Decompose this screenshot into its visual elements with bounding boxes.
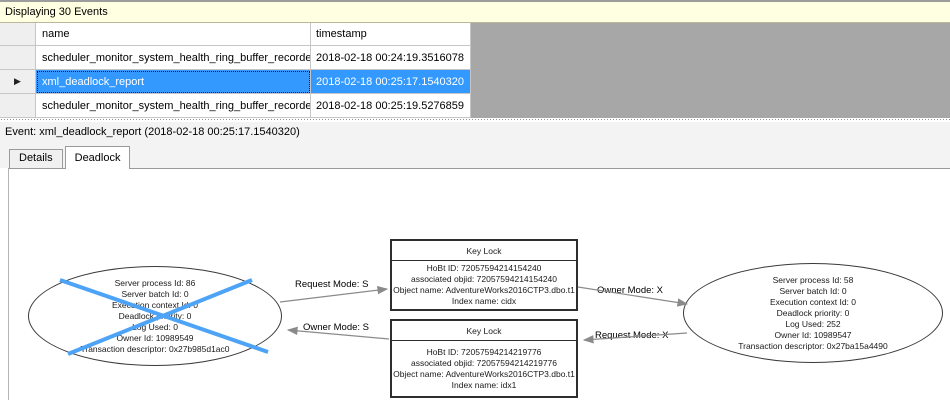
column-header-timestamp[interactable]: timestamp [311,23,471,46]
edge-label-request-x: Request Mode: X [595,330,669,341]
column-header-name[interactable]: name [36,23,311,46]
process-line: Execution context Id: 0 [112,299,198,310]
process-line: Log Used: 0 [132,321,178,332]
event-timestamp-cell[interactable]: 2018-02-18 00:25:19.5276859 [311,94,471,118]
process-node-victim[interactable]: Server process Id: 86 Server batch Id: 0… [28,266,282,366]
tab-strip: Details Deadlock [0,142,950,169]
event-name-cell[interactable]: scheduler_monitor_system_health_ring_buf… [36,94,311,118]
resource-line: HoBt ID: 72057594214219776 [426,346,542,357]
process-line: Transaction descriptor: 0x27ba15a4490 [738,340,888,351]
deadlock-tab-panel: Server process Id: 86 Server batch Id: 0… [8,168,950,400]
tab-deadlock[interactable]: Deadlock [64,146,131,169]
process-line: Owner Id: 10989549 [116,332,194,343]
resource-line: HoBt ID: 72057594214154240 [426,263,542,273]
event-timestamp-cell[interactable]: 2018-02-18 00:25:17.1540320 [311,70,471,94]
process-line: Transaction descriptor: 0x27b985d1ac0 [80,343,230,354]
process-line: Server batch Id: 0 [121,288,189,299]
resource-line: Object name: AdventureWorks2016CTP3.dbo.… [393,368,575,379]
edge-label-owner-x: Owner Mode: X [597,285,663,296]
grid-header-row: name timestamp [0,23,471,46]
tab-details[interactable]: Details [9,149,63,168]
process-line: Server process Id: 58 [772,274,854,285]
process-node[interactable]: Server process Id: 58 Server batch Id: 0… [683,263,943,363]
process-line: Log Used: 252 [785,318,841,329]
event-name-cell[interactable]: scheduler_monitor_system_health_ring_buf… [36,46,311,70]
resource-title: Key Lock [392,241,576,261]
selected-event-label: Event: xml_deadlock_report (2018-02-18 0… [0,122,950,142]
table-row[interactable]: scheduler_monitor_system_health_ring_buf… [0,46,471,70]
resource-node-keylock-top[interactable]: Key Lock HoBt ID: 72057594214154240 asso… [390,239,578,311]
resource-line: associated objid: 72057594214219776 [410,357,558,368]
row-header-cell[interactable] [0,94,36,118]
resource-line: associated objid: 72057594214154240 [410,274,558,284]
resource-line: Index name: idx1 [451,379,517,390]
row-header-corner [0,23,36,46]
current-row-indicator-icon: ▶ [14,76,21,86]
deadlock-graph: Server process Id: 86 Server batch Id: 0… [0,168,950,400]
process-line: Execution context Id: 0 [770,296,856,307]
events-count-banner: Displaying 30 Events [0,0,950,23]
process-line: Deadlock priority: 0 [776,307,850,318]
process-line: Deadlock priority: 0 [118,310,192,321]
table-row-selected[interactable]: ▶ xml_deadlock_report 2018-02-18 00:25:1… [0,70,471,94]
edge-label-request-s: Request Mode: S [295,279,369,290]
table-row[interactable]: scheduler_monitor_system_health_ring_buf… [0,94,471,118]
events-grid[interactable]: name timestamp scheduler_monitor_system_… [0,23,950,118]
resource-node-keylock-bottom[interactable]: Key Lock HoBt ID: 72057594214219776 asso… [390,319,578,398]
event-name-cell[interactable]: xml_deadlock_report [36,70,311,94]
event-timestamp-cell[interactable]: 2018-02-18 00:24:19.3516078 [311,46,471,70]
process-line: Server batch Id: 0 [779,285,847,296]
resource-title: Key Lock [392,321,576,341]
row-header-cell[interactable] [0,46,36,70]
edge-label-owner-s: Owner Mode: S [303,322,369,333]
process-line: Owner Id: 10989547 [774,329,852,340]
resource-line: Object name: AdventureWorks2016CTP3.dbo.… [393,285,575,295]
process-line: Server process Id: 86 [114,277,196,288]
edge-request-s [279,285,389,303]
splitter-handle[interactable] [0,118,950,122]
row-header-cell[interactable]: ▶ [0,70,36,94]
resource-line: Index name: cidx [451,296,517,306]
